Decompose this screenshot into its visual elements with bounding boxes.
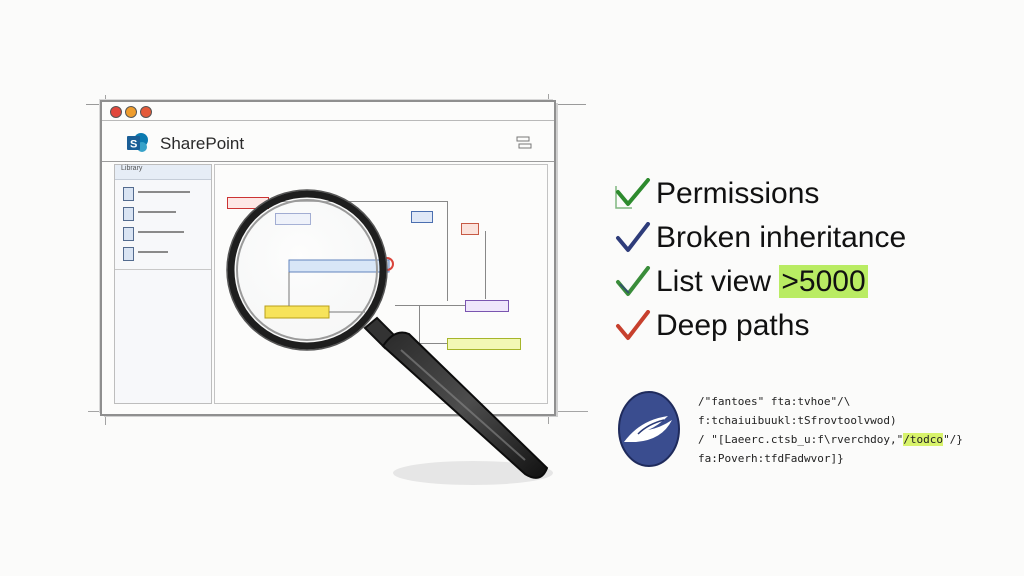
diagram-node [411, 211, 433, 223]
checklist-item-label: Permissions [656, 177, 820, 210]
sharepoint-logo-icon: S [127, 133, 148, 152]
document-icon [123, 227, 134, 241]
divider [115, 269, 211, 270]
settings-icon [516, 136, 532, 149]
list-item-bar [138, 211, 176, 213]
app-header: S SharePoint [102, 121, 554, 162]
diagram-connector [485, 231, 486, 299]
list-item-bar [138, 231, 184, 233]
sharepoint-browser-window: S SharePoint Library [100, 100, 556, 416]
document-icon [123, 247, 134, 261]
list-item[interactable] [123, 187, 203, 201]
list-view-label: List view [656, 265, 772, 298]
document-icon [123, 187, 134, 201]
list-item[interactable] [123, 247, 203, 261]
checklist-item-label: Broken inheritance [656, 221, 907, 254]
close-dot-icon [110, 106, 122, 118]
checkmark-icon [616, 266, 650, 296]
checkmark-icon [616, 222, 650, 252]
diagram-node [461, 223, 479, 235]
diagram-connector [267, 201, 447, 202]
list-item[interactable] [123, 207, 203, 221]
maximize-dot-icon [140, 106, 152, 118]
checklist-item-label: List view >5000 [656, 265, 868, 299]
threshold-highlight: >5000 [779, 265, 868, 298]
svg-text:S: S [130, 139, 137, 151]
list-item[interactable] [123, 227, 203, 241]
list-item-bar [138, 191, 190, 193]
code-line: /"fantoes" fta:tvhoe"/\ [698, 395, 851, 408]
document-icon [123, 207, 134, 221]
window-title-bar [102, 102, 554, 121]
left-panel-label: Library [115, 165, 211, 180]
diagram-node [465, 300, 509, 312]
checklist-item-label: Deep paths [656, 309, 810, 342]
code-line: fa:Poverh:tfdFadwvor]} [698, 452, 844, 465]
diagram-node [447, 338, 521, 350]
diagram-connector [419, 343, 447, 344]
app-title: SharePoint [160, 134, 245, 153]
checkmark-icon [616, 310, 650, 340]
magnifying-glass-icon [226, 189, 553, 485]
code-highlight: /todco [903, 433, 944, 446]
checkmark-icon [615, 178, 650, 209]
diagram-connector [447, 201, 448, 301]
diagram-connector [419, 305, 420, 343]
code-snippet: /"fantoes" fta:tvhoe"/\ f:tchaiuibuukl:t… [698, 392, 998, 468]
bird-logo-icon [618, 391, 680, 467]
code-line: f:tchaiuibuukl:tSfrovtoolvwod) [698, 414, 897, 427]
diagram-connector [395, 305, 465, 306]
left-nav-panel: Library [114, 164, 212, 404]
minimize-dot-icon [125, 106, 137, 118]
code-line-text: / "[Laeerc.ctsb_u:f\rverchdoy,"/todco"/} [698, 433, 963, 446]
list-item-bar [138, 251, 168, 253]
code-line: / "[Laeerc.ctsb_u:f\rverchdoy,"/todco"/} [698, 430, 998, 449]
